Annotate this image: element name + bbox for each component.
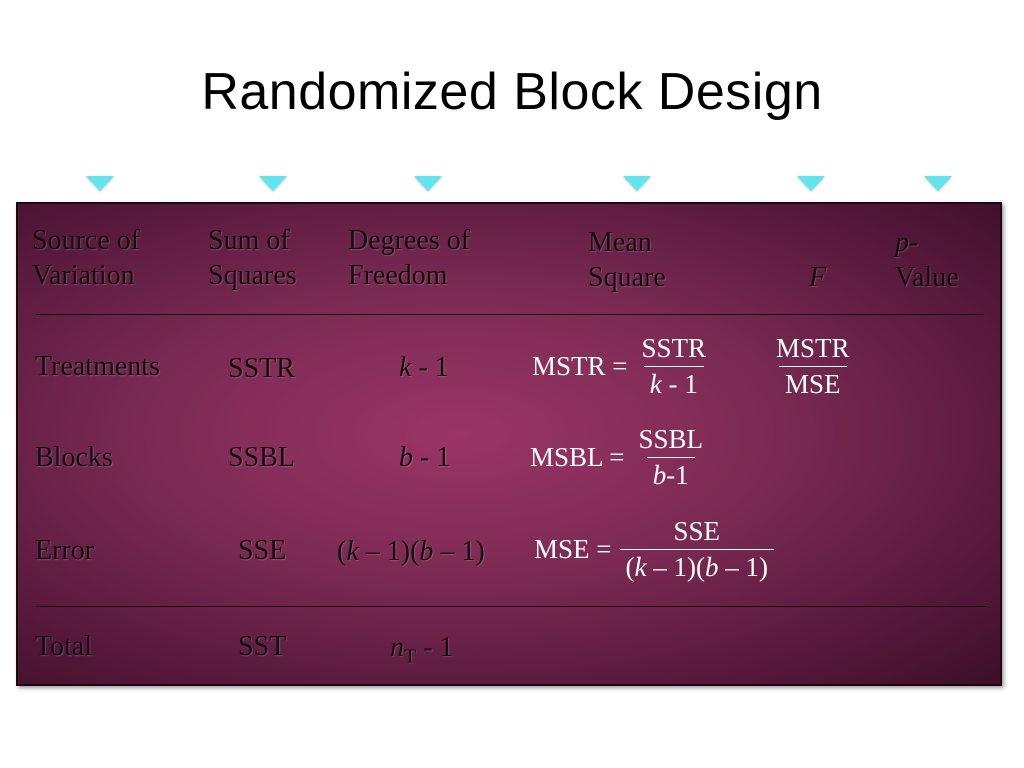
column-marker-mean-square <box>623 176 651 191</box>
header-mean-square: Mean Square <box>588 227 666 293</box>
row-error-ss: SSE <box>238 535 287 566</box>
row-treatments-ss: SSTR <box>228 353 295 384</box>
anova-table-panel <box>16 202 1002 686</box>
column-marker-p-value <box>924 176 952 191</box>
row-blocks-source: Blocks <box>35 442 113 473</box>
row-total-ss: SST <box>238 631 287 662</box>
row-treatments-source: Treatments <box>35 351 160 382</box>
row-treatments-ms-formula: MSTR = SSTR k - 1 <box>532 333 707 399</box>
row-total-df: nT - 1 <box>390 632 454 668</box>
column-marker-f <box>797 176 825 191</box>
total-divider <box>36 606 986 607</box>
slide-title: Randomized Block Design <box>201 63 823 121</box>
row-blocks-df: b - 1 <box>399 442 451 473</box>
header-source-of-variation: Source of Variation <box>32 225 141 291</box>
row-total-source: Total <box>35 631 93 662</box>
header-divider <box>36 314 984 315</box>
header-degrees-of-freedom: Degrees of Freedom <box>348 225 471 291</box>
column-marker-degrees-of-freedom <box>414 176 442 191</box>
header-f: F <box>809 262 827 293</box>
row-error-ms-formula: MSE = SSE (k – 1)(b – 1) <box>534 516 774 583</box>
row-error-df: (k – 1)(b – 1) <box>337 536 485 567</box>
header-p-value: p- Value <box>895 227 959 293</box>
column-marker-source <box>86 176 114 191</box>
row-treatments-df: k - 1 <box>399 352 449 383</box>
row-treatments-f-formula: MSTR MSE <box>776 333 850 399</box>
row-blocks-ss: SSBL <box>228 442 295 473</box>
header-sum-of-squares: Sum of Squares <box>208 225 297 291</box>
row-error-source: Error <box>35 535 95 566</box>
row-blocks-ms-formula: MSBL = SSBL b-1 <box>530 424 704 490</box>
column-marker-sum-of-squares <box>259 176 287 191</box>
